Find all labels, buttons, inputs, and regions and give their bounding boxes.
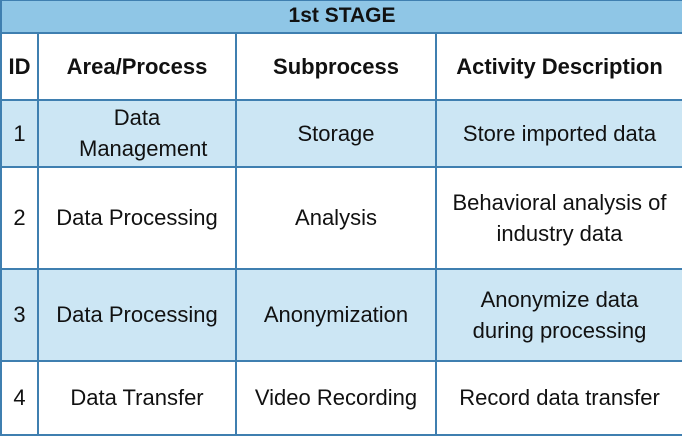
cell-subprocess: Video Recording — [235, 359, 437, 436]
cell-id: 3 — [0, 267, 39, 362]
table-title: 1st STAGE — [0, 0, 682, 34]
header-activity-description: Activity Description — [434, 31, 682, 101]
header-id: ID — [0, 31, 39, 101]
cell-description: Anonymize data during processing — [434, 267, 682, 362]
header-row: ID Area/Process Subprocess Activity Desc… — [0, 31, 682, 101]
cell-id: 2 — [0, 165, 39, 270]
table-row: 1 Data Management Storage Store imported… — [0, 98, 682, 168]
cell-description: Record data transfer — [434, 359, 682, 436]
cell-area: Data Management — [37, 98, 237, 168]
cell-area: Data Transfer — [37, 359, 237, 436]
cell-subprocess: Analysis — [235, 165, 437, 270]
table-row: 3 Data Processing Anonymization Anonymiz… — [0, 267, 682, 362]
cell-subprocess: Anonymization — [235, 267, 437, 362]
cell-area: Data Processing — [37, 267, 237, 362]
header-subprocess: Subprocess — [235, 31, 437, 101]
title-row: 1st STAGE — [0, 0, 682, 34]
header-area-process: Area/Process — [37, 31, 237, 101]
cell-area: Data Processing — [37, 165, 237, 270]
cell-subprocess: Storage — [235, 98, 437, 168]
table-row: 2 Data Processing Analysis Behavioral an… — [0, 165, 682, 270]
cell-id: 4 — [0, 359, 39, 436]
table-row: 4 Data Transfer Video Recording Record d… — [0, 359, 682, 436]
cell-description: Store imported data — [434, 98, 682, 168]
cell-description: Behavioral analysis of industry data — [434, 165, 682, 270]
cell-id: 1 — [0, 98, 39, 168]
